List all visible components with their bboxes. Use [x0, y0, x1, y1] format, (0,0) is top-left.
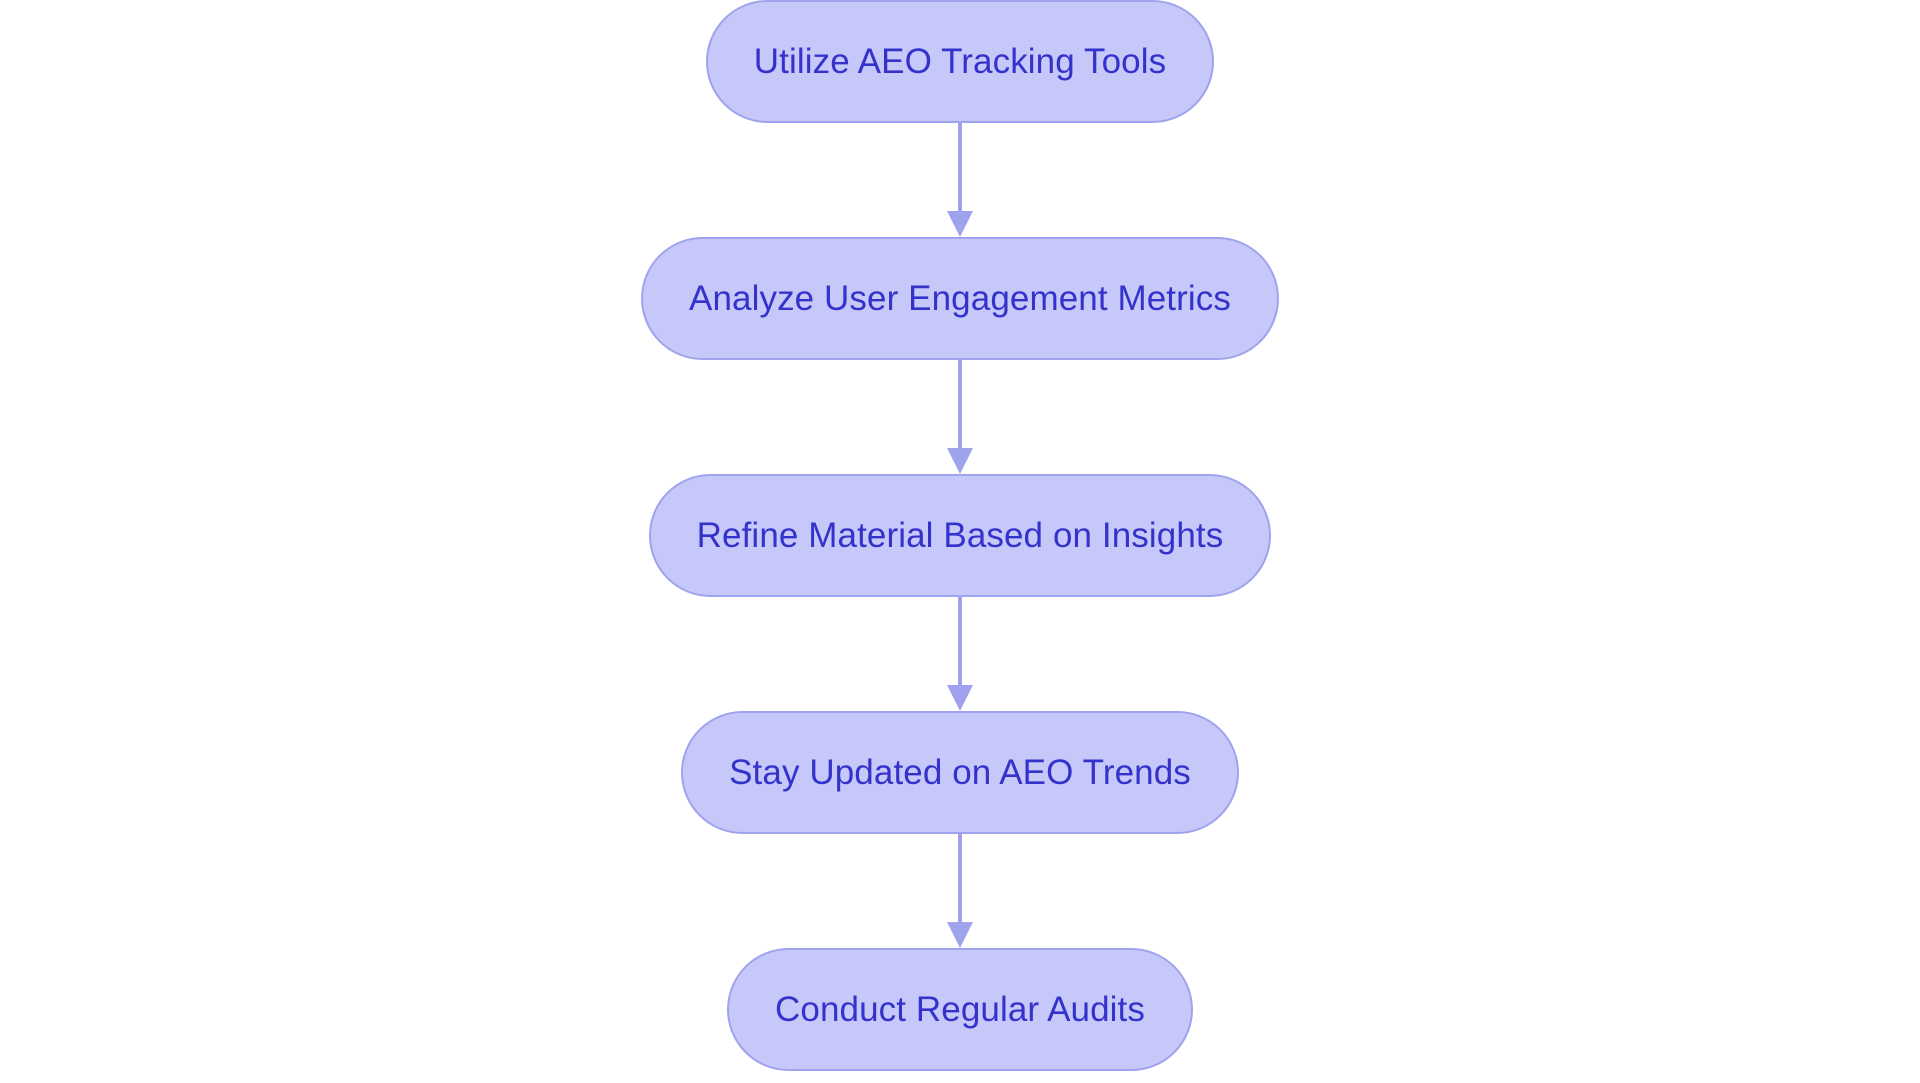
- flow-node-utilize-aeo-tracking-tools[interactable]: Utilize AEO Tracking Tools: [705, 0, 1215, 123]
- flow-step-2: Analyze User Engagement Metrics: [641, 237, 1279, 360]
- flow-connector-arrow-down-2: [945, 360, 975, 474]
- flow-node-refine-material-based-on-insights[interactable]: Refine Material Based on Insights: [648, 474, 1272, 597]
- flow-node-label: Utilize AEO Tracking Tools: [753, 42, 1167, 81]
- flow-node-conduct-regular-audits[interactable]: Conduct Regular Audits: [727, 948, 1193, 1071]
- arrow-down-icon: [947, 123, 973, 237]
- flow-node-label: Refine Material Based on Insights: [696, 516, 1224, 555]
- flow-step-3: Refine Material Based on Insights: [648, 474, 1272, 597]
- arrow-down-icon: [947, 360, 973, 474]
- flow-connector-arrow-down-3: [945, 597, 975, 711]
- arrow-down-icon: [947, 834, 973, 948]
- flow-step-5: Conduct Regular Audits: [727, 948, 1193, 1071]
- flow-connector-arrow-down-4: [945, 834, 975, 948]
- arrow-down-icon: [947, 597, 973, 711]
- flow-node-label: Analyze User Engagement Metrics: [689, 279, 1231, 318]
- flow-step-1: Utilize AEO Tracking Tools: [705, 0, 1215, 123]
- flow-node-label: Conduct Regular Audits: [775, 990, 1145, 1029]
- flow-step-4: Stay Updated on AEO Trends: [681, 711, 1239, 834]
- flow-connector-arrow-down-1: [945, 123, 975, 237]
- flow-node-stay-updated-on-aeo-trends[interactable]: Stay Updated on AEO Trends: [681, 711, 1239, 834]
- flow-node-label: Stay Updated on AEO Trends: [729, 753, 1191, 792]
- flow-node-analyze-user-engagement-metrics[interactable]: Analyze User Engagement Metrics: [641, 237, 1279, 360]
